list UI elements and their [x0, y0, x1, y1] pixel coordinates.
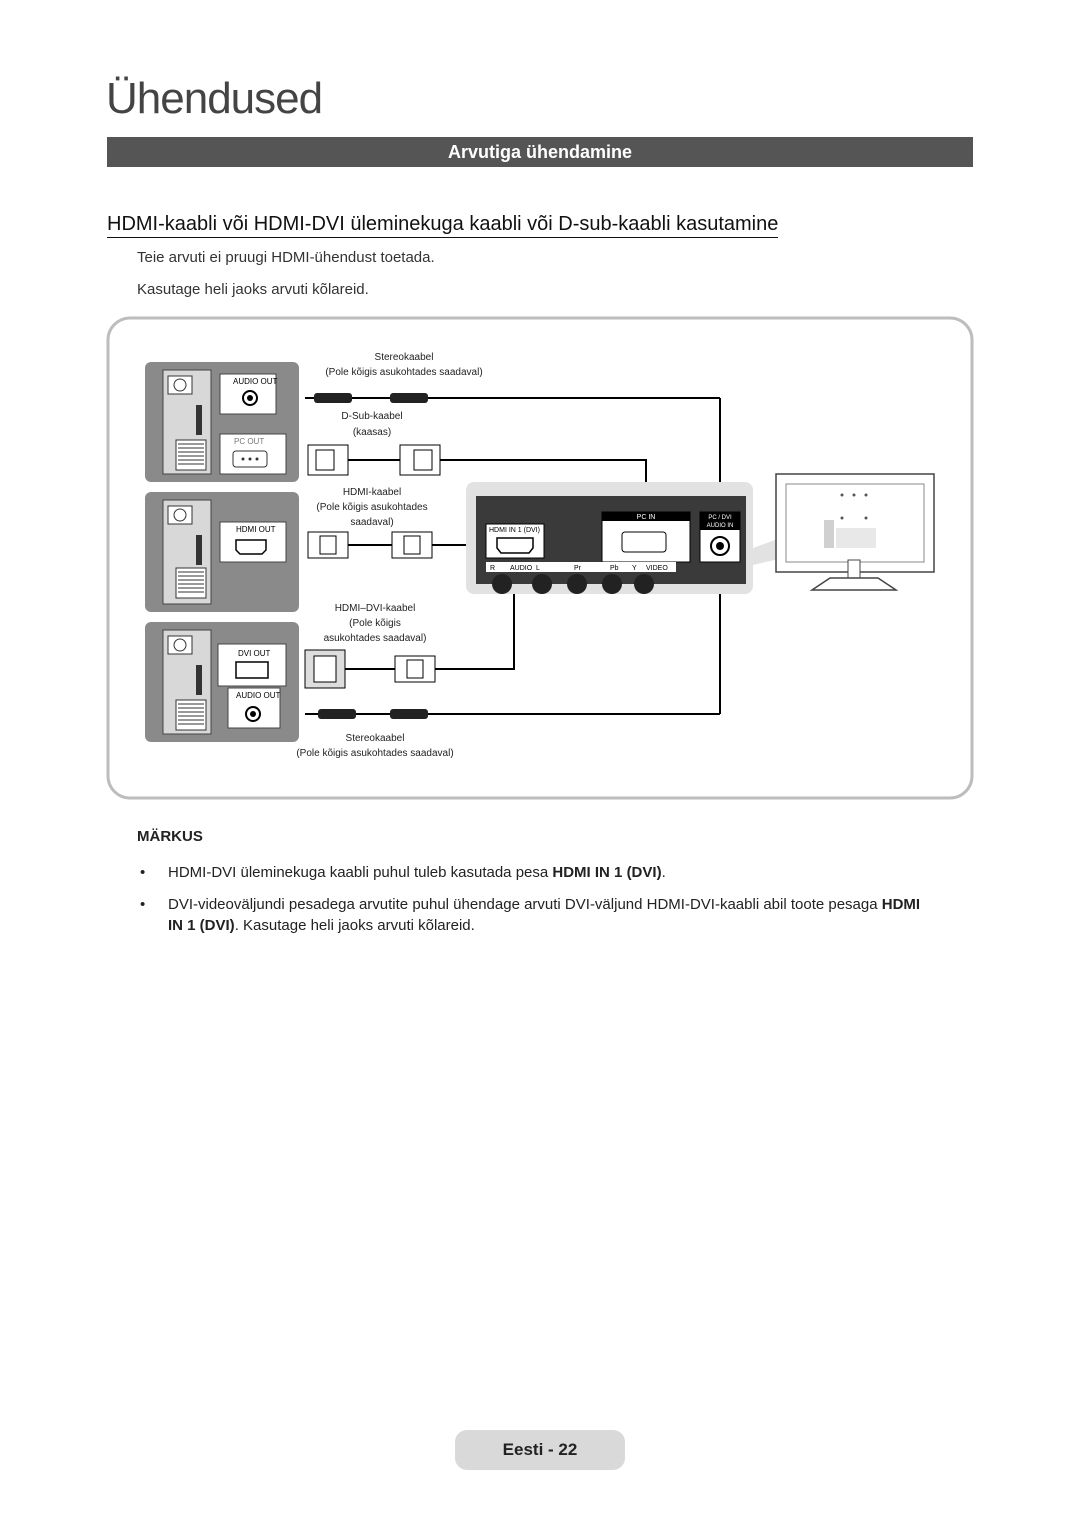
hdmi-dvi-cable-note-2: asukohtades saadaval) — [324, 633, 427, 644]
pc-in-label: PC IN — [637, 514, 656, 521]
stereo-cable-bottom-note: (Pole kõigis asukohtades saadaval) — [296, 748, 453, 759]
note-1-bold: HDMI IN 1 (DVI) — [552, 864, 662, 881]
pc-dvi-audio-label-2: AUDIO IN — [707, 523, 734, 529]
tv-l-label: L — [536, 565, 540, 572]
notes-heading: MÄRKUS — [137, 828, 203, 845]
intro-line-1: Teie arvuti ei pruugi HDMI-ühendust toet… — [137, 249, 435, 266]
note-1-end: . — [661, 864, 666, 881]
dsub-cable-note: (kaasas) — [353, 427, 391, 438]
tv-pb-label: Pb — [610, 565, 619, 572]
tv-pr-label: Pr — [574, 565, 582, 572]
hdmi-cable-note-1: (Pole kõigis asukohtades — [316, 502, 427, 513]
bullet: • — [140, 864, 146, 881]
hdmi-out-label: HDMI OUT — [236, 525, 276, 534]
page-number: Eesti - 22 — [455, 1430, 625, 1470]
tv-connector-panel: HDMI IN 1 (DVI) PC IN PC / DVI AUDIO IN … — [466, 482, 753, 594]
note-2-bold: HDMI IN 1 (DVI) — [168, 896, 921, 934]
audio-out-label-2: AUDIO OUT — [236, 691, 281, 700]
stereo-cable-bottom-name: Stereokaabel — [346, 733, 405, 744]
subsection-title: HDMI-kaabli või HDMI-DVI üleminekuga kaa… — [107, 212, 779, 238]
connection-diagram: AUDIO OUT PC OUT HDMI OUT DVI OUT AUDIO … — [106, 316, 974, 800]
pc-out-label: PC OUT — [234, 437, 264, 446]
pc-unit-dvi: DVI OUT AUDIO OUT — [145, 622, 299, 742]
tv-y-label: Y — [632, 565, 637, 572]
stereo-cable-top — [305, 393, 725, 510]
stereo-cable-bottom — [305, 576, 725, 719]
note-item: • DVI-videoväljundi pesadega arvutite puh… — [137, 894, 937, 936]
notes-list: • HDMI-DVI üleminekuga kaabli puhul tuleb… — [137, 862, 937, 947]
note-2-end: . Kasutage heli jaoks arvuti kõlareid. — [234, 917, 475, 934]
pc-unit-hdmi: HDMI OUT — [145, 492, 299, 612]
pc-unit-dsub: AUDIO OUT PC OUT — [145, 362, 299, 482]
note-item: • HDMI-DVI üleminekuga kaabli puhul tuleb… — [137, 862, 937, 883]
bullet: • — [140, 896, 146, 913]
hdmi-in-label: HDMI IN 1 (DVI) — [489, 527, 540, 534]
hdmi-cable-note-2: saadaval) — [350, 517, 393, 528]
hdmi-dvi-cable-note-1: (Pole kõigis — [349, 618, 401, 629]
tv-audio-label: AUDIO — [510, 565, 533, 572]
stereo-cable-top-name: Stereokaabel — [375, 352, 434, 363]
chapter-title: Ühendused — [106, 74, 323, 123]
note-2-text: DVI-videoväljundi pesadega arvutite puhu… — [168, 896, 882, 913]
tv-video-label: VIDEO — [646, 565, 668, 572]
dvi-out-label: DVI OUT — [238, 649, 271, 658]
audio-out-label-1: AUDIO OUT — [233, 377, 278, 386]
tv-r-label: R — [490, 565, 495, 572]
intro-line-2: Kasutage heli jaoks arvuti kõlareid. — [137, 281, 369, 298]
hdmi-dvi-cable — [304, 576, 519, 689]
dsub-cable-name: D-Sub-kaabel — [341, 411, 402, 422]
note-1-text: HDMI-DVI üleminekuga kaabli puhul tuleb … — [168, 864, 553, 881]
stereo-cable-top-note: (Pole kõigis asukohtades saadaval) — [325, 367, 482, 378]
hdmi-cable-name: HDMI-kaabel — [343, 487, 401, 498]
hdmi-dvi-cable-name: HDMI–DVI-kaabel — [335, 603, 416, 614]
pc-dvi-audio-label-1: PC / DVI — [708, 515, 732, 521]
section-title: Arvutiga ühendamine — [107, 137, 973, 167]
tv-back-view — [775, 473, 935, 591]
